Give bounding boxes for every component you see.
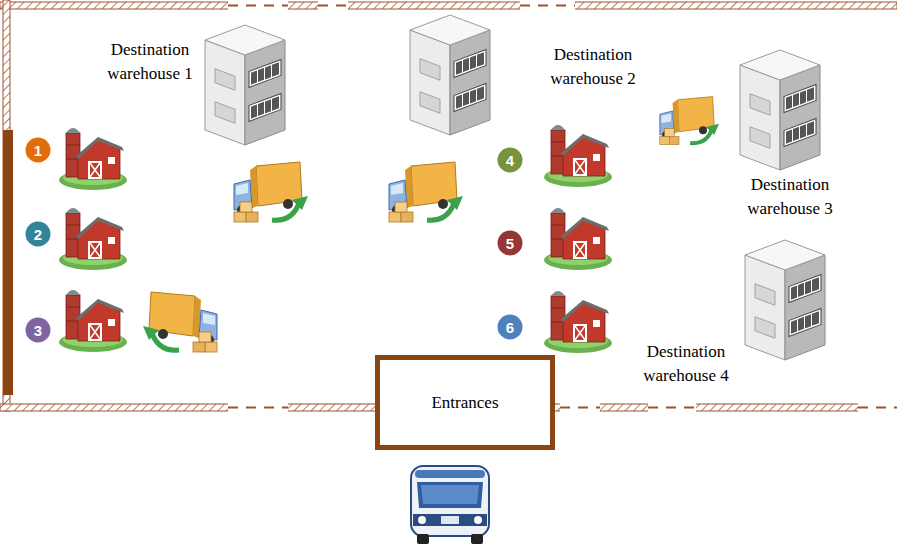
warehouse-building [205,25,285,145]
callout-number: 1 [25,137,51,163]
callout-number-text: 4 [506,153,514,168]
warehouse-label: Destination warehouse 3 [731,173,849,221]
barn-icon [59,208,127,270]
bus-icon [411,466,489,544]
barn-icon [59,128,127,190]
barn-icon [544,125,612,187]
callout-disc [26,318,51,343]
callout-number: 2 [25,221,51,247]
callout-number: 5 [497,230,523,256]
truck-icon [143,292,217,352]
truck-icon [389,162,463,222]
barn-icon [59,290,127,352]
truck-icon [234,162,308,222]
callout-disc [26,138,51,163]
warehouse-building [410,15,490,135]
callout-number: 4 [497,147,523,173]
barn-icon [544,291,612,353]
callout-number-text: 5 [506,236,514,251]
callout-number-text: 3 [34,323,42,338]
callout-number-text: 2 [34,227,42,242]
left-wall-solid [3,130,13,395]
callout-number-text: 1 [34,143,42,158]
barn-icon [544,208,612,270]
callout-number: 6 [497,314,523,340]
callout-disc [498,148,523,173]
callout-disc [498,231,523,256]
warehouse-building [740,50,820,170]
warehouse-label: Destination warehouse 1 [91,38,209,86]
entrance-box: Entrances [375,355,555,450]
door-gaps [228,1,897,412]
warehouse-building [745,240,825,360]
warehouse-label: Destination warehouse 4 [627,340,745,388]
callout-number: 3 [25,317,51,343]
entrance-label: Entrances [431,393,498,413]
callout-disc [26,222,51,247]
callout-disc [498,315,523,340]
callout-number-text: 6 [506,320,514,335]
warehouse-label: Destination warehouse 2 [534,43,652,91]
door-dashes [228,6,897,408]
walls [0,0,897,412]
top-wall [0,2,897,9]
truck-icon [660,97,719,145]
